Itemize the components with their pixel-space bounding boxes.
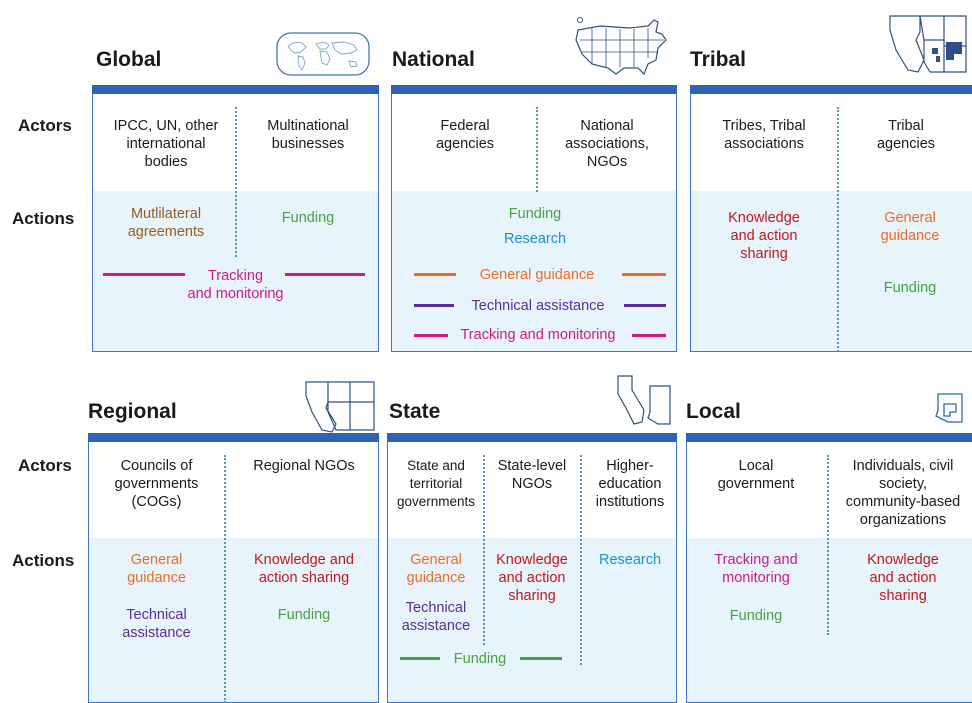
tribal-panel: Tribes, Tribal associations Tribal agenc… bbox=[690, 85, 972, 352]
global-panel: IPCC, UN, other international bodies Mul… bbox=[92, 85, 379, 352]
state-panel: State and territorial governments State-… bbox=[387, 433, 677, 703]
local-divider bbox=[827, 455, 829, 635]
regional-header-bar bbox=[88, 433, 379, 442]
state-divider-2 bbox=[580, 455, 582, 665]
arizona-county-map-icon bbox=[935, 393, 963, 423]
global-tracking-line-right bbox=[285, 273, 365, 276]
state-divider-1 bbox=[483, 455, 485, 645]
global-action-funding: Funding bbox=[281, 210, 335, 226]
state-funding-line-right bbox=[520, 657, 562, 660]
local-action-tracking: Tracking and monitoring bbox=[714, 552, 798, 586]
state-actor-governments: State and territorial governments bbox=[396, 458, 476, 509]
local-header-bar bbox=[686, 433, 972, 442]
regional-action-knowledge: Knowledge and action sharing bbox=[254, 552, 354, 586]
global-title: Global bbox=[96, 48, 162, 71]
state-action-guidance: General guidance bbox=[406, 552, 466, 586]
national-action-guidance: General guidance bbox=[479, 267, 595, 283]
national-action-tracking: Tracking and monitoring bbox=[460, 327, 616, 343]
regional-panel: Councils of governments (COGs) Regional … bbox=[88, 433, 379, 703]
state-actor-higher-ed: Higher- education institutions bbox=[595, 458, 665, 510]
state-actions-area bbox=[388, 538, 676, 702]
local-actor-individuals: Individuals, civil society, community-ba… bbox=[845, 458, 961, 528]
global-tracking-line-left bbox=[103, 273, 185, 276]
global-actor-multinational: Multinational businesses bbox=[267, 118, 349, 152]
actions-row-label-top: Actions bbox=[12, 209, 75, 228]
local-action-funding: Funding bbox=[729, 608, 783, 624]
local-action-knowledge: Knowledge and action sharing bbox=[867, 552, 939, 604]
national-title: National bbox=[392, 48, 475, 71]
national-divider bbox=[536, 107, 538, 192]
tribal-action-guidance: General guidance bbox=[880, 210, 940, 244]
regional-actor-ngos: Regional NGOs bbox=[253, 458, 355, 474]
state-title: State bbox=[389, 400, 441, 423]
tribal-divider bbox=[837, 107, 839, 352]
western-states-map-icon bbox=[305, 381, 375, 433]
state-action-funding: Funding bbox=[453, 651, 507, 667]
world-map-icon bbox=[276, 32, 370, 76]
global-header-bar bbox=[92, 85, 379, 94]
national-tracking-line-right bbox=[632, 334, 666, 337]
national-action-funding: Funding bbox=[508, 206, 562, 222]
national-actor-federal: Federal agencies bbox=[435, 118, 495, 152]
tribal-title: Tribal bbox=[690, 48, 747, 71]
state-action-research: Research bbox=[598, 552, 662, 568]
national-tech-line-right bbox=[624, 304, 666, 307]
regional-action-funding: Funding bbox=[277, 607, 331, 623]
tribal-lands-map-icon bbox=[889, 15, 967, 73]
national-guidance-line-left bbox=[414, 273, 456, 276]
state-action-knowledge: Knowledge and action sharing bbox=[496, 552, 568, 604]
national-action-research: Research bbox=[503, 231, 567, 247]
national-header-bar bbox=[391, 85, 677, 94]
tribal-actions-area bbox=[691, 191, 972, 351]
usa-map-icon bbox=[575, 17, 667, 76]
regional-actions-area bbox=[89, 538, 378, 702]
state-header-bar bbox=[387, 433, 677, 442]
regional-action-technical: Technical assistance bbox=[122, 607, 191, 641]
local-actions-area bbox=[687, 538, 972, 702]
national-guidance-line-right bbox=[622, 273, 666, 276]
tribal-actor-agencies: Tribal agencies bbox=[876, 118, 936, 152]
regional-action-guidance: General guidance bbox=[127, 552, 186, 586]
national-actions-area bbox=[392, 191, 676, 351]
tribal-actor-tribes: Tribes, Tribal associations bbox=[722, 118, 806, 152]
global-actor-intl-bodies: IPCC, UN, other international bodies bbox=[113, 118, 219, 170]
global-action-multilateral: Mutlilateral agreements bbox=[127, 206, 205, 240]
national-actor-associations: National associations, NGOs bbox=[565, 118, 649, 170]
regional-title: Regional bbox=[88, 400, 177, 423]
regional-divider bbox=[224, 455, 226, 703]
tribal-action-knowledge: Knowledge and action sharing bbox=[728, 210, 800, 262]
tribal-header-bar bbox=[690, 85, 972, 94]
local-actor-government: Local government bbox=[717, 458, 795, 492]
actors-row-label-bottom: Actors bbox=[18, 456, 72, 475]
national-panel: Federal agencies National associations, … bbox=[391, 85, 677, 352]
state-funding-line-left bbox=[400, 657, 440, 660]
local-panel: Local government Individuals, civil soci… bbox=[686, 433, 972, 703]
global-action-tracking: Tracking and monitoring bbox=[187, 268, 284, 302]
state-action-technical: Technical assistance bbox=[401, 600, 471, 634]
actors-row-label-top: Actors bbox=[18, 116, 72, 135]
regional-actor-cogs: Councils of governments (COGs) bbox=[114, 458, 199, 510]
actions-row-label-bottom: Actions bbox=[12, 551, 75, 570]
national-tech-line-left bbox=[414, 304, 454, 307]
state-actor-ngos: State-level NGOs bbox=[497, 458, 567, 492]
tribal-action-funding: Funding bbox=[883, 280, 937, 296]
national-action-technical: Technical assistance bbox=[471, 298, 605, 314]
national-tracking-line-left bbox=[414, 334, 448, 337]
global-divider bbox=[235, 107, 237, 257]
local-title: Local bbox=[686, 400, 741, 423]
california-arizona-map-icon bbox=[617, 375, 671, 425]
